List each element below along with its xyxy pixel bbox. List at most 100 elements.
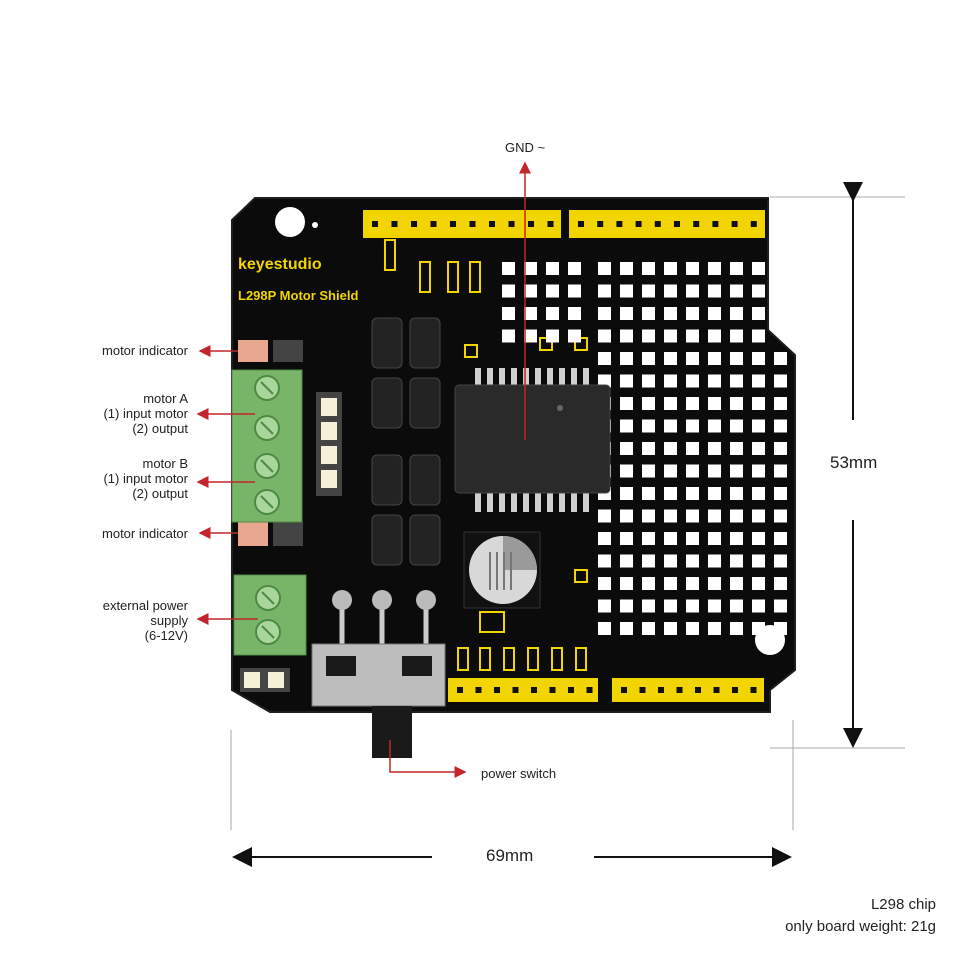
proto-pad (686, 284, 699, 298)
top-header-left (363, 210, 561, 238)
diode (409, 377, 441, 429)
proto-pad (774, 397, 787, 410)
proto-pad (620, 554, 633, 568)
header-pin (654, 221, 661, 227)
proto-pad (642, 329, 655, 343)
proto-pad (664, 442, 677, 455)
header-pin (712, 221, 719, 227)
header-pin (450, 221, 456, 227)
height-dimension-label: 53mm (826, 453, 882, 473)
proto-pad (774, 442, 787, 455)
header-pin (528, 221, 534, 227)
diode (409, 317, 441, 369)
proto-pad (752, 532, 765, 545)
proto-pad (620, 509, 633, 523)
proto-pad (642, 599, 655, 613)
proto-pad (620, 622, 633, 635)
proto-pad (730, 599, 743, 613)
callout-motor-indicator-1: motor indicator (102, 343, 188, 358)
proto-pad (730, 284, 743, 298)
proto-pad (598, 262, 611, 275)
proto-pad (620, 284, 633, 298)
proto-pad (598, 329, 611, 343)
mounting-hole (312, 222, 318, 228)
callout-motor-a: motor A (1) input motor (2) output (0, 391, 188, 436)
header-pin (508, 221, 515, 227)
proto-pad (620, 464, 633, 478)
proto-pad (664, 622, 677, 635)
terminal-screw-slot (260, 421, 274, 435)
proto-pad (686, 397, 699, 410)
proto-pad (774, 599, 787, 613)
proto-pad (686, 262, 699, 275)
external-power-line-2: supply (150, 613, 188, 628)
callout-external-power: external power supply (6-12V) (0, 598, 188, 643)
proto-pad (686, 599, 699, 613)
external-power-line-1: external power (102, 598, 188, 613)
proto-pad (752, 374, 765, 388)
proto-pad (664, 352, 677, 365)
header-pin (391, 221, 398, 227)
proto-pad (524, 284, 537, 298)
prototyping-area (502, 262, 787, 635)
proto-pad (730, 397, 743, 410)
motor-a-line-2: (1) input motor (103, 406, 188, 421)
motor-indicator-led-top (238, 340, 303, 362)
proto-pad (620, 599, 633, 613)
proto-pad (642, 532, 655, 545)
proto-pad (708, 352, 721, 365)
proto-pad (598, 509, 611, 523)
proto-pad (664, 554, 677, 568)
motor-b-line-1: motor B (142, 456, 188, 471)
header-pin (489, 221, 495, 227)
jumper-pin (321, 398, 337, 416)
header-pin (750, 221, 757, 227)
header-pin (531, 687, 537, 693)
header-pin (430, 221, 437, 227)
proto-pad (598, 284, 611, 298)
proto-pad (664, 509, 677, 523)
proto-pad (598, 577, 611, 590)
bottom-header-left (448, 678, 598, 702)
header-pin (578, 221, 584, 227)
proto-pad (642, 622, 655, 635)
proto-pad (502, 307, 515, 320)
note-line-2: only board weight: 21g (785, 918, 936, 935)
jumper-pin (321, 422, 337, 440)
proto-pad (568, 329, 581, 343)
chip-pin (475, 368, 481, 388)
proto-pad (502, 329, 515, 343)
chip-pin (511, 368, 517, 388)
proto-pad (642, 397, 655, 410)
proto-pad (502, 284, 515, 298)
width-dimension-label: 69mm (482, 846, 538, 866)
chip-pin (511, 490, 517, 512)
header-pin (475, 687, 482, 693)
note-line-1: L298 chip (870, 896, 936, 913)
proto-pad (620, 419, 633, 433)
proto-pad (568, 284, 581, 298)
proto-pad (730, 577, 743, 590)
proto-pad (708, 464, 721, 478)
proto-pad (752, 554, 765, 568)
proto-pad (708, 442, 721, 455)
callout-motor-indicator-2: motor indicator (102, 526, 188, 541)
terminal-screw-slot (260, 495, 274, 509)
proto-pad (642, 284, 655, 298)
proto-pad (546, 262, 559, 275)
proto-pad (752, 464, 765, 478)
motor-a-line-3: (2) output (132, 421, 188, 436)
proto-pad (730, 554, 743, 568)
proto-pad (664, 487, 677, 500)
proto-pad (568, 307, 581, 320)
proto-pad (730, 352, 743, 365)
proto-pad (524, 329, 537, 343)
proto-pad (568, 262, 581, 275)
chip-pin (583, 490, 589, 512)
header-pin (658, 687, 664, 693)
proto-pad (708, 374, 721, 388)
header-pin (549, 687, 556, 693)
chip-pin (559, 490, 565, 512)
proto-pad (708, 329, 721, 343)
callout-lines (196, 161, 531, 778)
